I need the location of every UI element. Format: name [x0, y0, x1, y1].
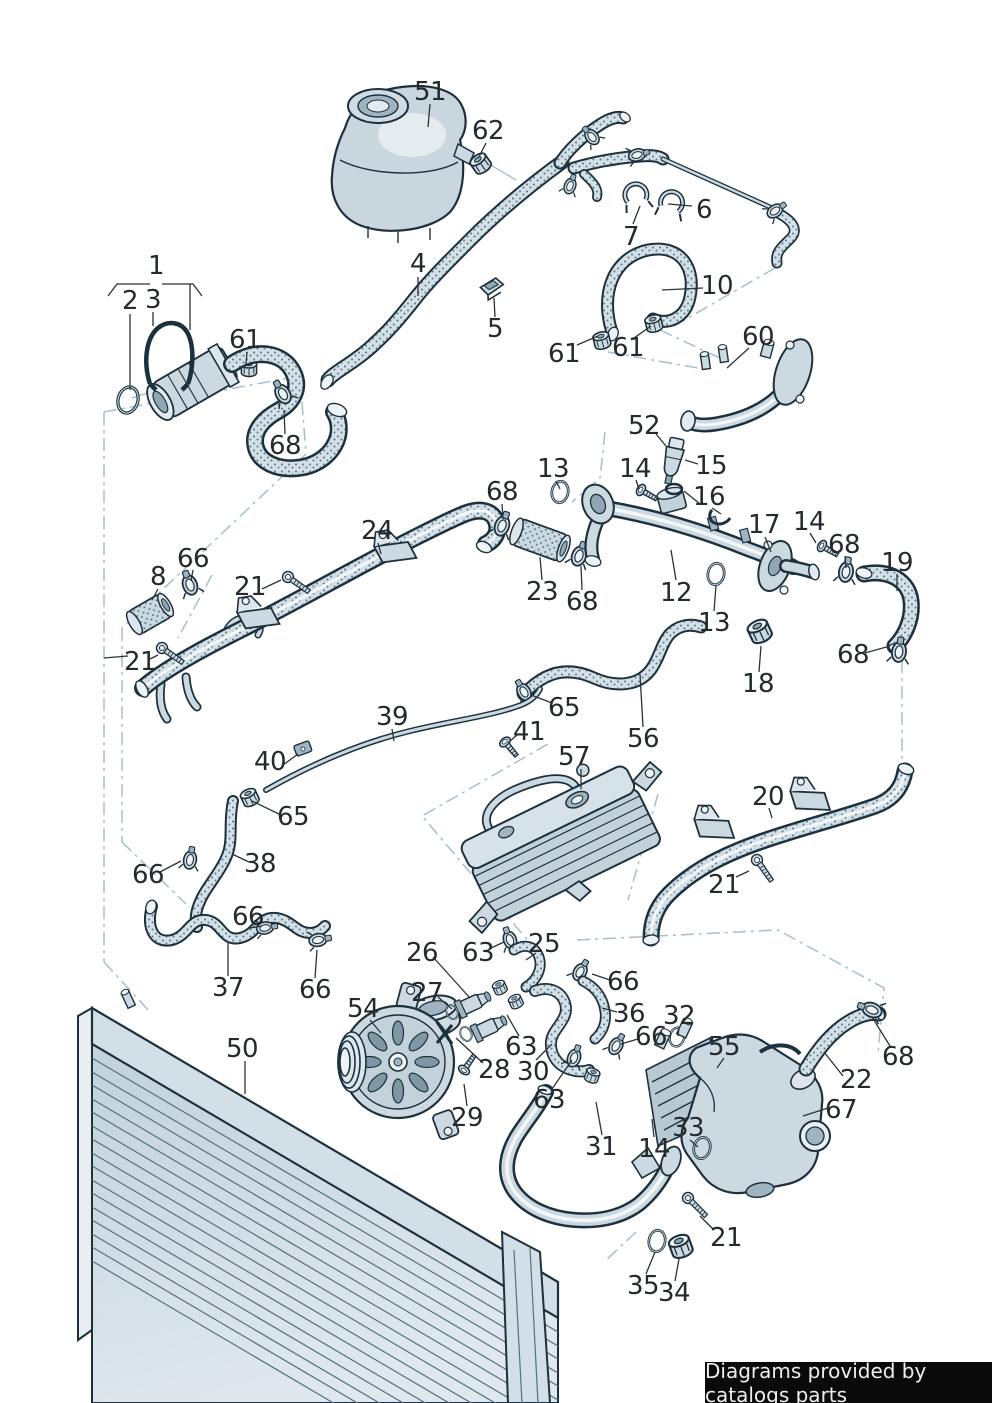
- pulley: [337, 1031, 367, 1093]
- footer-credit-text: Diagrams provided by catalogs parts: [705, 1358, 927, 1403]
- o-ring-13: [704, 560, 728, 588]
- clip-28: [435, 1021, 454, 1045]
- clip-7: [620, 181, 653, 214]
- screw-21: [679, 1189, 711, 1221]
- bracket-40: [293, 740, 313, 757]
- pipe-31-assembly: [507, 1065, 714, 1262]
- muffler-8: [125, 592, 175, 636]
- small-fittings-group: [435, 923, 688, 1078]
- sensor-52: [663, 436, 686, 485]
- screw-21: [748, 851, 777, 885]
- pipe-39-hoses: [144, 689, 540, 953]
- hose-4-assembly: [320, 110, 794, 390]
- o-ring-2: [113, 383, 143, 417]
- outlet-flange-60: [680, 338, 814, 432]
- o-ring-13: [548, 478, 572, 506]
- hose-10: [240, 249, 691, 378]
- leader-lines: [103, 103, 898, 1282]
- expansion-tank: [330, 84, 495, 243]
- pipe-12-assembly: [581, 436, 912, 666]
- plug-18: [744, 615, 775, 647]
- fitting-26: [453, 986, 495, 1020]
- alternator: [337, 981, 460, 1141]
- clip-5: [479, 276, 505, 302]
- clamp-66: [173, 566, 205, 600]
- radiator-pin: [120, 988, 137, 1010]
- radiator: [77, 988, 560, 1403]
- clamp-66: [601, 1028, 633, 1061]
- o-ring-35: [645, 1227, 669, 1255]
- oil-cooler: [460, 760, 663, 935]
- tank-nipple: [453, 142, 475, 166]
- fitting-65: [238, 785, 262, 810]
- retainer-16: [708, 509, 732, 526]
- spring-clip-3: [144, 320, 195, 392]
- clamp-66: [177, 844, 203, 873]
- grommet-63: [506, 992, 526, 1012]
- radiator-corner-panel: [500, 1230, 552, 1403]
- screw-41: [497, 734, 522, 761]
- grommet-61: [591, 329, 613, 352]
- fitting-26: [469, 1010, 511, 1044]
- footer-credit-bar: Diagrams provided by catalogs parts: [705, 1358, 992, 1403]
- pipe-24-assembly: [125, 478, 596, 719]
- o-ring-15: [664, 482, 684, 496]
- pipe-20: [642, 762, 915, 946]
- screw-14: [814, 538, 842, 561]
- grommet-63: [490, 978, 510, 998]
- clamp-68: [832, 554, 861, 586]
- plug-34: [666, 1231, 696, 1262]
- damper-23: [509, 517, 571, 563]
- thermostat-housing: [630, 993, 887, 1199]
- elbow-coupler-assembly: [113, 320, 348, 468]
